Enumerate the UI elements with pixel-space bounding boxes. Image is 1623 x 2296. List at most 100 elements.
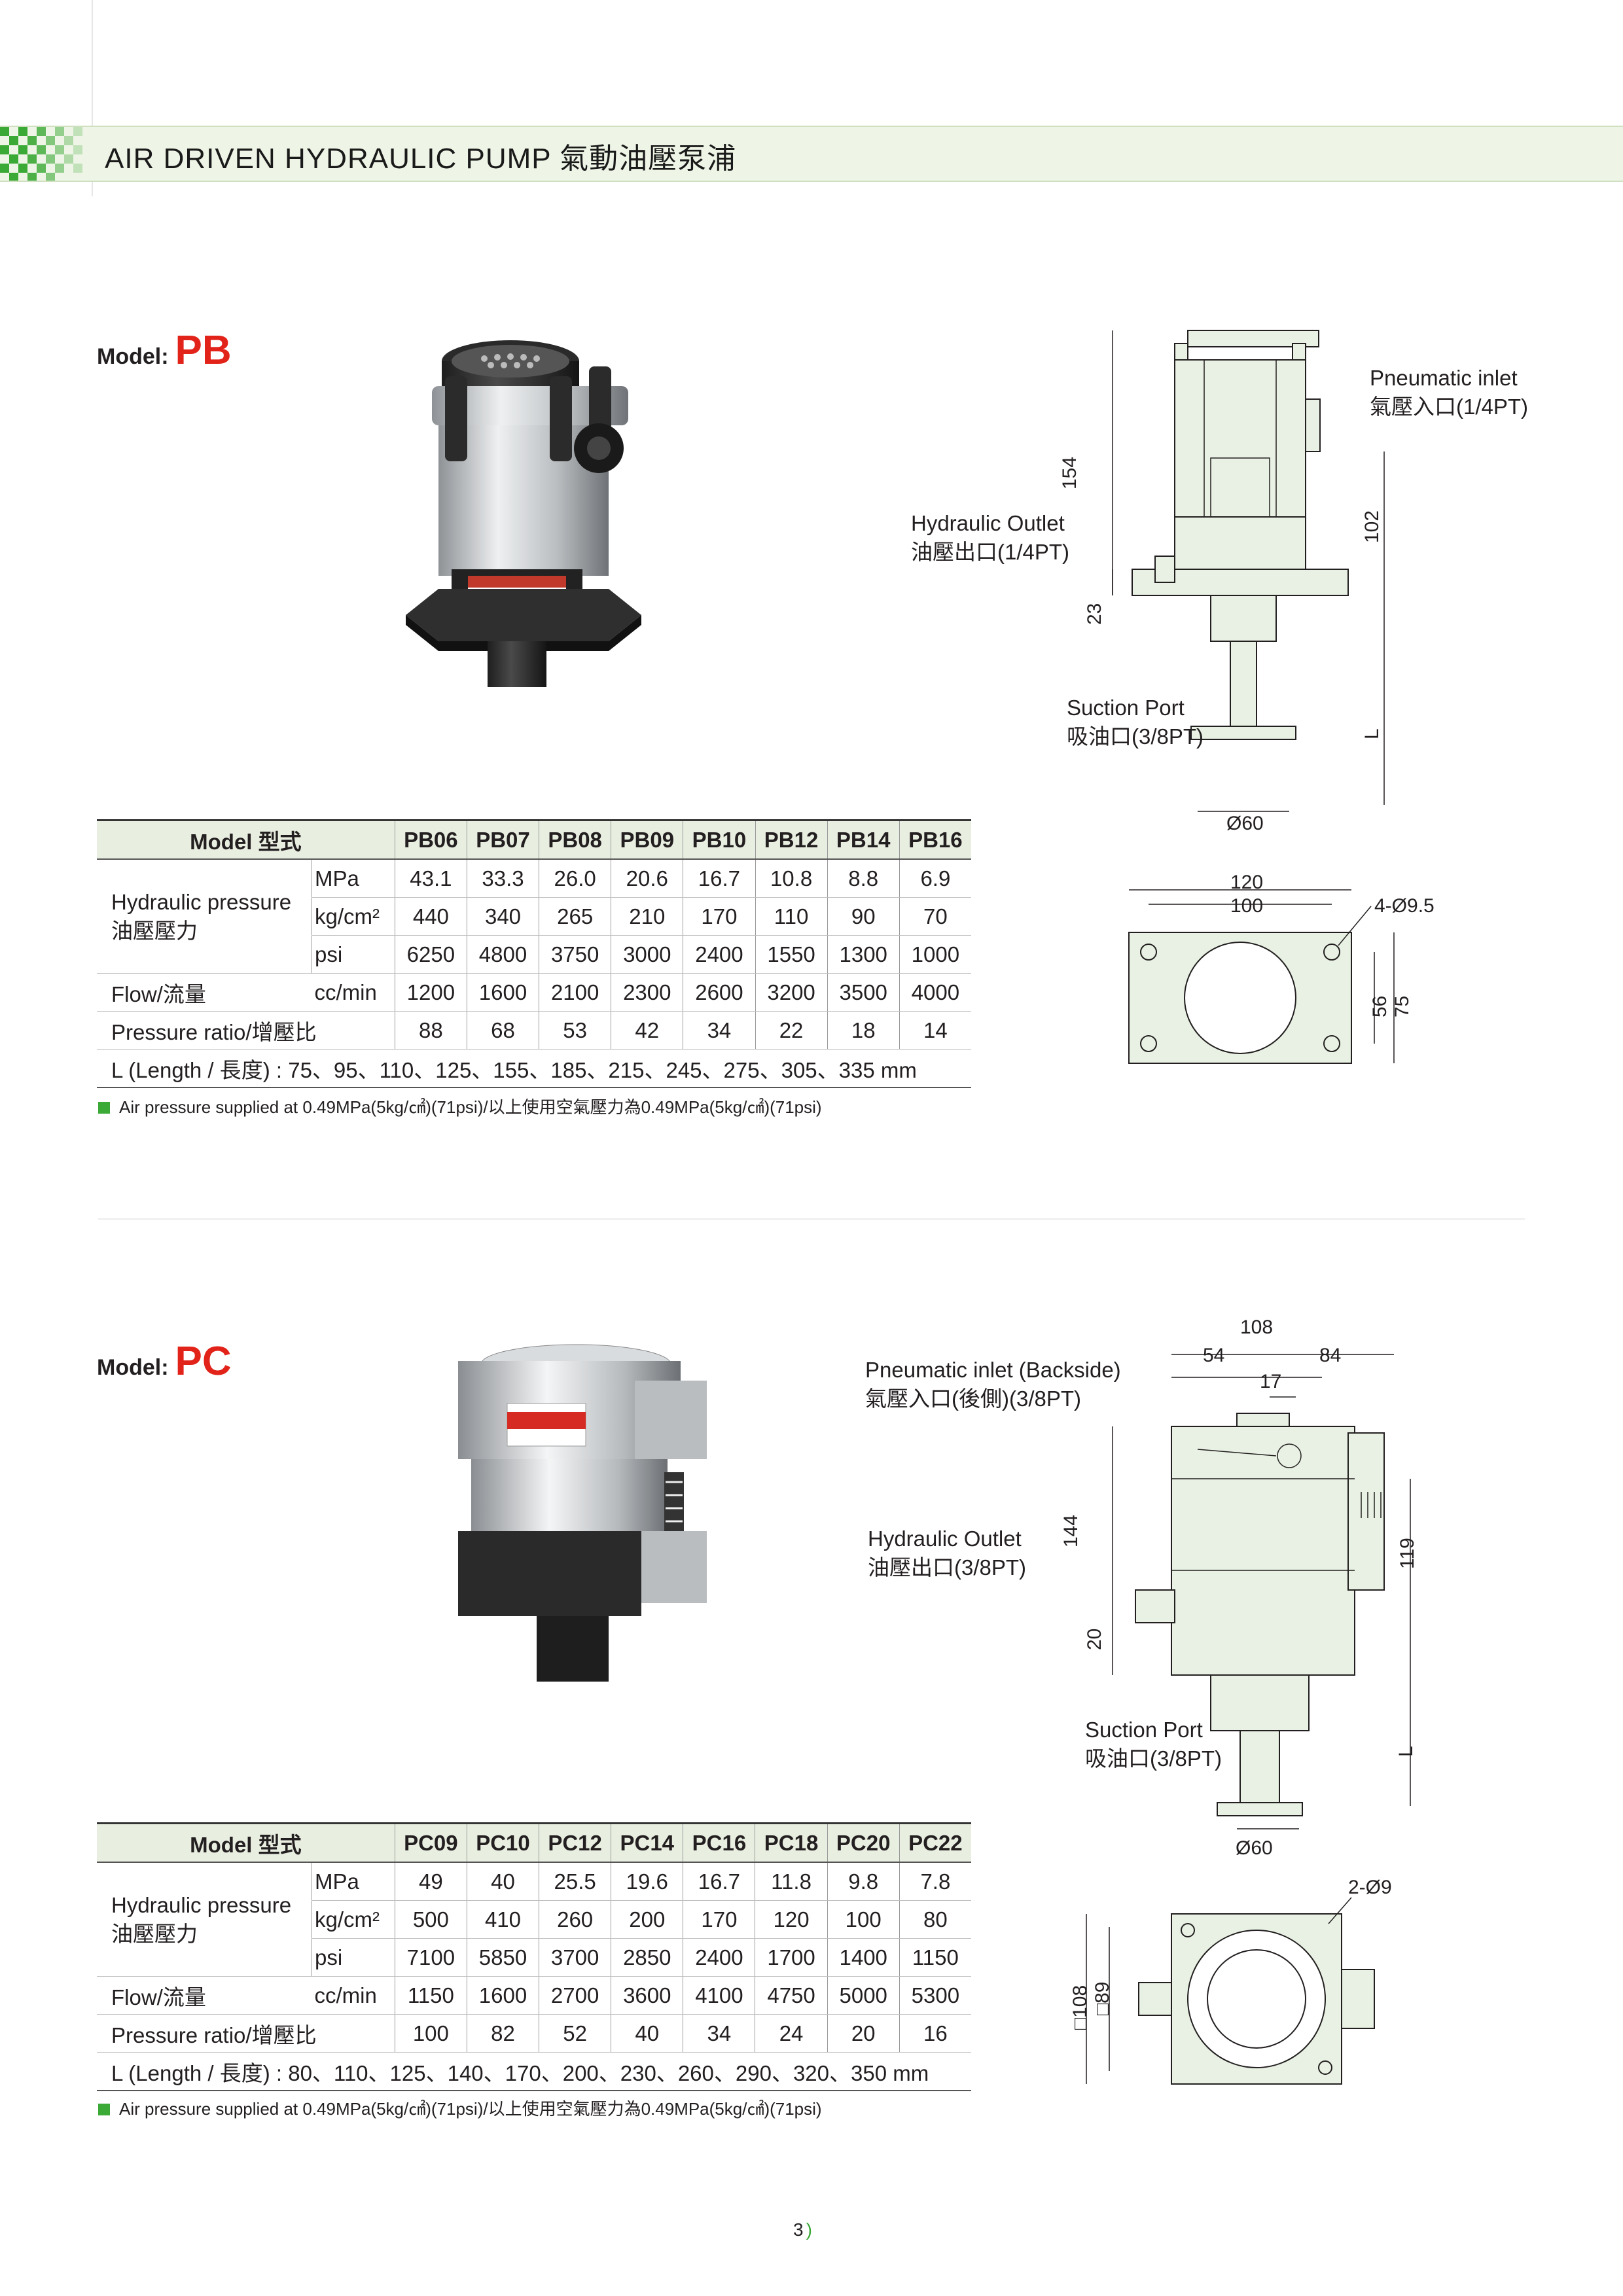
pc-side-drawing xyxy=(1112,1354,1411,1829)
table-cell: 500 xyxy=(394,1900,467,1939)
pc-spec-table: Model 型式 PC09 PC10 PC12 PC14 PC16 PC18 P… xyxy=(97,1822,971,2091)
table-cell: 3600 xyxy=(611,1976,683,2015)
table-cell: 40 xyxy=(611,2014,683,2053)
table-cell: 2600 xyxy=(683,973,755,1012)
table-cell: 68 xyxy=(466,1011,539,1050)
header-title: AIR DRIVEN HYDRAULIC PUMP 氣動油壓泵浦 xyxy=(105,143,737,175)
pc-dim-sq89: □89 xyxy=(1092,1981,1113,2016)
page-rule xyxy=(92,0,93,196)
table-cell: 33.3 xyxy=(466,859,539,898)
table-row: psi 7100 5850 3700 2850 2400 1700 1400 1… xyxy=(97,1938,971,1977)
table-cell: 20.6 xyxy=(611,859,683,898)
table-cell: 2400 xyxy=(683,1938,755,1977)
table-cell: 7.8 xyxy=(899,1862,971,1901)
pb-pneumatic-zh: 氣壓入口(1/4PT) xyxy=(1370,395,1529,419)
table-cell: 20 xyxy=(827,2014,900,2053)
pb-model-label: Model:PB xyxy=(97,327,232,374)
pb-suction-zh: 吸油口(3/8PT) xyxy=(1067,724,1204,749)
table-cell: 22 xyxy=(755,1011,828,1050)
pc-unit-psi: psi xyxy=(312,1938,395,1977)
table-cell: 16.7 xyxy=(683,1862,755,1901)
pc-note-text: Air pressure supplied at 0.49MPa(5kg/㎠)(… xyxy=(119,2099,822,2119)
table-cell: 110 xyxy=(755,897,828,936)
table-cell: 120 xyxy=(755,1900,828,1939)
table-cell: 18 xyxy=(827,1011,900,1050)
table-cell: 82 xyxy=(466,2014,539,2053)
table-cell: 70 xyxy=(899,897,971,936)
pc-dim-119: 119 xyxy=(1397,1538,1418,1569)
pb-dim-holes: 4-Ø9.5 xyxy=(1374,895,1435,917)
pb-suction-label: Suction Port 吸油口(3/8PT) xyxy=(1067,694,1204,751)
table-cell: 11.8 xyxy=(755,1862,828,1901)
pc-dim-84: 84 xyxy=(1319,1345,1342,1366)
table-cell: 3200 xyxy=(755,973,828,1012)
table-cell: 170 xyxy=(683,897,755,936)
table-cell: 440 xyxy=(394,897,467,936)
table-cell: 170 xyxy=(683,1900,755,1939)
table-cell: 1700 xyxy=(755,1938,828,1977)
pb-pneumatic-en: Pneumatic inlet xyxy=(1370,366,1518,390)
pc-model-col: PC09 xyxy=(394,1822,467,1863)
pb-model-col: PB08 xyxy=(539,819,611,860)
pb-model-col: PB14 xyxy=(827,819,900,860)
table-cell: 80 xyxy=(899,1900,971,1939)
table-cell: 4750 xyxy=(755,1976,828,2015)
page-number-icon: ) xyxy=(806,2219,812,2240)
pc-flow-unit: cc/min xyxy=(312,1976,395,2015)
table-cell: 1000 xyxy=(899,935,971,974)
pb-pressure-label: Hydraulic pressure 油壓壓力 xyxy=(97,859,312,974)
pc-bottom-drawing xyxy=(1086,1897,1375,2085)
pc-note: Air pressure supplied at 0.49MPa(5kg/㎠)(… xyxy=(98,2096,822,2120)
table-row: kg/cm² 500 410 260 200 170 120 100 80 xyxy=(97,1900,971,1939)
pc-dim-17: 17 xyxy=(1260,1371,1282,1392)
pb-pressure-zh: 油壓壓力 xyxy=(111,918,198,943)
pb-dim-56: 56 xyxy=(1369,995,1391,1017)
pb-flow-unit: cc/min xyxy=(312,973,395,1012)
table-row: Flow/流量 cc/min 1200 1600 2100 2300 2600 … xyxy=(97,973,971,1012)
pb-dim-dia60: Ø60 xyxy=(1226,813,1264,834)
table-cell: 4000 xyxy=(899,973,971,1012)
table-cell: 5300 xyxy=(899,1976,971,2015)
table-row: kg/cm² 440 340 265 210 170 110 90 70 xyxy=(97,897,971,936)
pb-model-col: PB06 xyxy=(394,819,467,860)
pb-bottom-drawing xyxy=(1128,889,1395,1064)
pc-dim-L: L xyxy=(1395,1746,1417,1757)
pb-dim-102: 102 xyxy=(1361,510,1383,543)
pb-unit-psi: psi xyxy=(312,935,395,974)
pb-side-drawing xyxy=(1112,330,1385,812)
pc-suction-zh: 吸油口(3/8PT) xyxy=(1085,1746,1222,1771)
table-cell: 5000 xyxy=(827,1976,900,2015)
pc-model-code: PC xyxy=(175,1339,232,1384)
table-cell: 1150 xyxy=(899,1938,971,1977)
table-cell: 7100 xyxy=(394,1938,467,1977)
pc-pressure-en: Hydraulic pressure xyxy=(111,1892,292,1917)
pb-pneumatic-label: Pneumatic inlet 氣壓入口(1/4PT) xyxy=(1370,364,1528,421)
table-cell: 1600 xyxy=(466,973,539,1012)
table-row: L (Length / 長度) : 80、110、125、140、170、200… xyxy=(97,2052,971,2091)
pc-dim-20: 20 xyxy=(1084,1628,1105,1650)
table-cell: 34 xyxy=(683,1011,755,1050)
pc-model-col: PC12 xyxy=(539,1822,611,1863)
pb-product-photo xyxy=(406,340,641,687)
page-number: 3) xyxy=(793,2219,812,2240)
pc-hydraulic-zh: 油壓出口(3/8PT) xyxy=(868,1555,1027,1580)
pc-model-col: PC16 xyxy=(683,1822,755,1863)
note-bullet-icon xyxy=(98,2104,110,2115)
table-cell: 1300 xyxy=(827,935,900,974)
pb-model-col: PB09 xyxy=(611,819,683,860)
pc-pressure-zh: 油壓壓力 xyxy=(111,1921,198,1946)
table-cell: 19.6 xyxy=(611,1862,683,1901)
pb-unit-mpa: MPa xyxy=(312,859,395,898)
pc-dim-144: 144 xyxy=(1060,1514,1082,1547)
pb-dim-154: 154 xyxy=(1059,456,1080,489)
table-cell: 8.8 xyxy=(827,859,900,898)
pc-dim-holes: 2-Ø9 xyxy=(1348,1877,1392,1898)
pc-flow-label: Flow/流量 xyxy=(97,1976,312,2015)
pc-model-col: PC20 xyxy=(827,1822,900,1863)
pb-model-col: PB10 xyxy=(683,819,755,860)
section-separator xyxy=(98,1218,1525,1220)
pc-unit-kg: kg/cm² xyxy=(312,1900,395,1939)
table-cell: 1200 xyxy=(394,973,467,1012)
table-cell: 2400 xyxy=(683,935,755,974)
pc-pneumatic-label: Pneumatic inlet (Backside) 氣壓入口(後側)(3/8P… xyxy=(865,1356,1121,1413)
